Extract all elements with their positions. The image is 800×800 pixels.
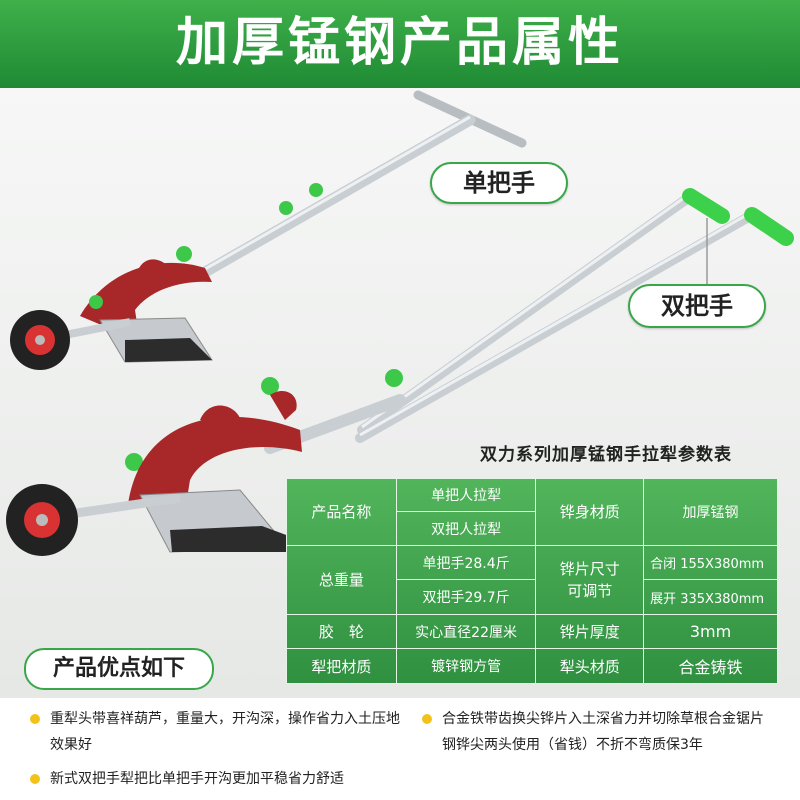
label-body-material: 铧身材质 <box>535 478 645 546</box>
bullet-icon <box>422 714 432 724</box>
page-title: 加厚锰钢产品属性 <box>175 13 624 73</box>
value-handle-material: 镀锌钢方管 <box>395 648 537 684</box>
advantage-item: 新式双把手犁把比单把手开沟更加平稳省力舒适 <box>24 766 404 792</box>
label-handle-material: 犁把材质 <box>286 648 397 684</box>
value-double-weight: 双把手29.7斤 <box>395 579 537 615</box>
single-handle-callout: 单把手 <box>430 162 568 204</box>
value-open-size: 展开 335X380mm <box>643 579 778 615</box>
value-single-weight: 单把手28.4斤 <box>395 544 537 581</box>
advantage-item: 合金铁带齿换尖铧片入土深省力并切除草根合金锯片钢铧尖两头使用（省钱）不折不弯质保… <box>416 706 776 758</box>
value-head-material: 合金铸铁 <box>643 648 778 684</box>
bullet-icon <box>30 774 40 784</box>
spec-table-title: 双力系列加厚锰钢手拉犁参数表 <box>480 445 732 465</box>
advantage-text: 合金铁带齿换尖铧片入土深省力并切除草根合金锯片钢铧尖两头使用（省钱）不折不弯质保… <box>442 711 764 753</box>
title-banner: 加厚锰钢产品属性 <box>0 0 800 88</box>
advantages-right-list: 合金铁带齿换尖铧片入土深省力并切除草根合金锯片钢铧尖两头使用（省钱）不折不弯质保… <box>416 706 776 758</box>
label-blade-size: 铧片尺寸 可调节 <box>535 544 645 615</box>
value-closed-size: 合闭 155X380mm <box>643 544 778 581</box>
double-handle-callout: 双把手 <box>628 284 766 328</box>
advantage-text: 重犁头带喜祥葫芦，重量大，开沟深，操作省力入土压地效果好 <box>50 711 400 753</box>
advantages-panel: 重犁头带喜祥葫芦，重量大，开沟深，操作省力入土压地效果好 新式双把手犁把比单把手… <box>0 698 800 800</box>
label-rubber-wheel: 胶 轮 <box>286 613 397 650</box>
advantage-text: 新式双把手犁把比单把手开沟更加平稳省力舒适 <box>50 771 344 787</box>
label-product-name: 产品名称 <box>286 478 397 546</box>
label-head-material: 犁头材质 <box>535 648 645 684</box>
advantages-left-list: 重犁头带喜祥葫芦，重量大，开沟深，操作省力入土压地效果好 新式双把手犁把比单把手… <box>24 706 404 792</box>
spec-table: 产品名称 单把人拉犁 铧身材质 加厚锰钢 双把人拉犁 总重量 单把手28.4斤 … <box>286 477 778 684</box>
value-wheel: 实心直径22厘米 <box>395 613 537 650</box>
value-blade-thickness: 3mm <box>643 613 778 650</box>
advantages-title: 产品优点如下 <box>24 648 214 690</box>
bullet-icon <box>30 714 40 724</box>
advantage-item: 重犁头带喜祥葫芦，重量大，开沟深，操作省力入土压地效果好 <box>24 706 404 758</box>
double-handle-label: 双把手 <box>661 292 733 320</box>
value-single-plow: 单把人拉犁 <box>395 477 537 513</box>
value-double-plow: 双把人拉犁 <box>395 511 537 546</box>
label-blade-thickness: 铧片厚度 <box>535 613 645 650</box>
single-handle-plow <box>10 90 527 370</box>
label-total-weight: 总重量 <box>286 544 397 615</box>
double-handle-plow <box>6 188 794 556</box>
single-handle-label: 单把手 <box>463 169 535 197</box>
value-body-material: 加厚锰钢 <box>643 478 778 546</box>
